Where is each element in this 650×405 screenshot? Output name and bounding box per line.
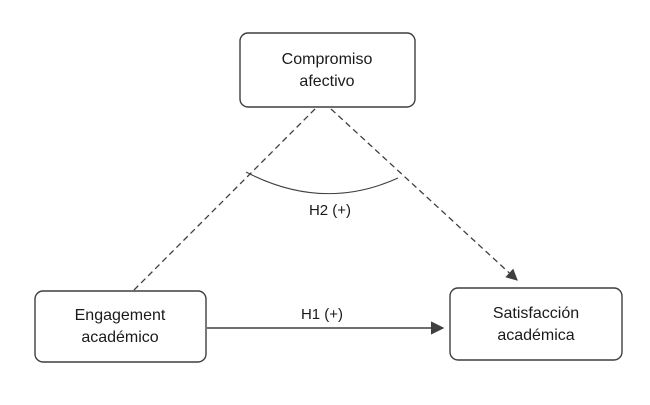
node-satisfaccion-label-line2: académica bbox=[497, 327, 574, 344]
node-engagement-box bbox=[34, 290, 207, 363]
node-engagement-label-line1: Engagement bbox=[75, 307, 166, 324]
node-satisfaccion-box bbox=[449, 287, 623, 361]
node-compromiso-label-line2: afectivo bbox=[299, 73, 354, 90]
node-compromiso-box bbox=[239, 32, 416, 108]
h1-label: H1 (+) bbox=[301, 306, 343, 323]
node-satisfaccion-academica: Satisfacción académica bbox=[449, 287, 623, 361]
node-compromiso-label-line1: Compromiso bbox=[282, 51, 373, 68]
node-satisfaccion-label-line1: Satisfacción bbox=[493, 305, 579, 322]
node-engagement-academico: Engagement académico bbox=[34, 290, 207, 363]
edge-compromiso-to-satisfaccion bbox=[330, 108, 518, 281]
h2-label: H2 (+) bbox=[309, 202, 351, 219]
node-engagement-label-line2: académico bbox=[81, 329, 158, 346]
node-compromiso-afectivo: Compromiso afectivo bbox=[239, 32, 416, 108]
edge-engagement-to-compromiso bbox=[133, 108, 316, 291]
h2-arc bbox=[245, 171, 399, 195]
